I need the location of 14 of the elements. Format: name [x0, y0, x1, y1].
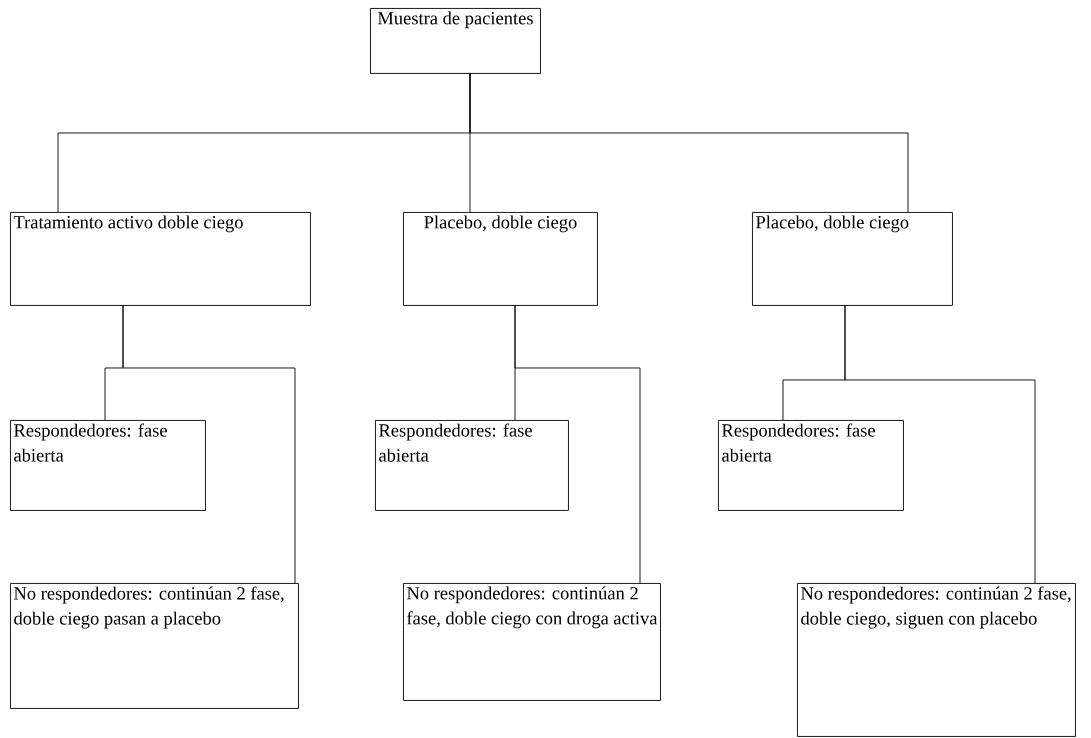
process-box: Respondedores: fase abierta [375, 420, 569, 511]
connector-line [514, 304, 641, 584]
process-box: Placebo, doble ciego [752, 212, 953, 306]
process-box: Muestra de pacientes [370, 8, 541, 74]
connector-line [469, 72, 909, 213]
process-box: No respondedores: continúan 2 fase, doble ciego, siguen con placebo [797, 583, 1076, 737]
process-box: Respondedores: fase abierta [718, 420, 904, 511]
process-box: No respondedores: continúan 2 fase, doble ciego pasan a placebo [10, 583, 299, 709]
process-box: No respondedores: continúan 2 fase, doble ciego con droga activa [403, 583, 661, 701]
process-box: Tratamiento activo doble ciego [10, 212, 311, 306]
process-box: Placebo, doble ciego [403, 212, 598, 306]
connector-line [122, 304, 296, 584]
process-box: Respondedores: fase abierta [10, 420, 206, 511]
connector-line [844, 304, 1036, 584]
